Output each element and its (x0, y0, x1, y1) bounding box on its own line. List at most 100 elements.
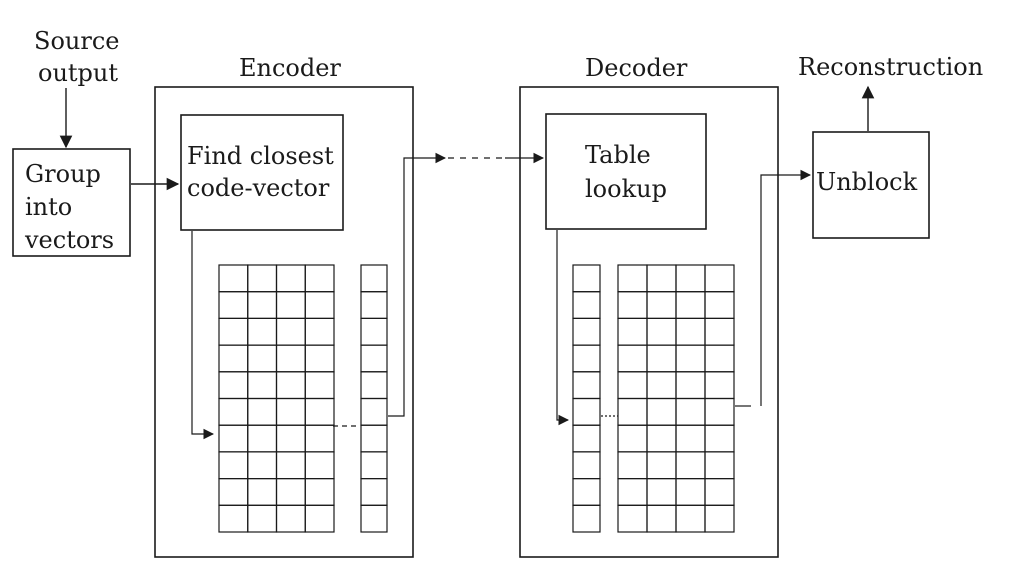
decoder-index-cell (572, 264, 601, 293)
encoder-codebook-cell (304, 344, 335, 373)
decoder-codebook-cell (646, 291, 677, 320)
decoder-codebook-cell (675, 344, 706, 373)
reconstruction-label: Reconstruction (798, 53, 984, 81)
table-lookup-line2: lookup (585, 175, 667, 203)
decoder-codebook-cell (617, 424, 648, 453)
encoder-label: Encoder (239, 54, 341, 82)
encoder-codebook-cell (247, 397, 278, 426)
decoder-codebook-cell (704, 424, 735, 453)
encoder-codebook-cell (304, 451, 335, 480)
decoder-codebook-cell (675, 291, 706, 320)
find-closest-box (180, 114, 344, 231)
group-label-line1: Group (25, 160, 101, 188)
encoder-codebook-cell (304, 478, 335, 506)
group-label-line3: vectors (25, 226, 115, 254)
decoder-index-cell (572, 371, 601, 400)
decoder-index-column (572, 264, 601, 533)
encoder-index-cell (360, 504, 388, 533)
decoder-codebook-cell (646, 317, 677, 346)
encoder-codebook-cell (218, 344, 249, 373)
encoder-index-cell (360, 451, 388, 480)
decoder-codebook-cell (617, 291, 648, 320)
group-label-line2: into (25, 193, 73, 221)
encoder-index-cell (360, 264, 388, 293)
encoder-codebook-cell (247, 451, 278, 480)
decoder-codebook-cell (646, 504, 677, 533)
decoder-codebook-cell (646, 264, 677, 293)
encoder-codebook-cell (247, 424, 278, 453)
decoder-index-cell (572, 397, 601, 426)
decoder-index-cell (572, 291, 601, 320)
encoder-codebook-cell (218, 424, 249, 453)
group-box (12, 148, 131, 257)
encoder-frame (154, 86, 414, 558)
encoder-codebook-cell (275, 317, 306, 346)
decoder-codebook-cell (617, 504, 648, 533)
decoder-codebook-cell (617, 264, 648, 293)
encoder-index-column (360, 264, 388, 533)
encoder-codebook-cell (218, 291, 249, 320)
encoder-codebook-cell (304, 291, 335, 320)
encoder-codebook-cell (247, 291, 278, 320)
encoder-codebook-cell (304, 371, 335, 400)
lookup-to-index-arrow (556, 230, 570, 426)
encoder-codebook-cell (218, 371, 249, 400)
decoder-codebook-cell (704, 478, 735, 506)
decoder-frame (519, 86, 779, 558)
encoder-codebook-cell (304, 264, 335, 293)
encoder-codebook-cell (218, 451, 249, 480)
encoder-codebook-cell (218, 317, 249, 346)
encoder-codebook-cell (304, 424, 335, 453)
encoder-codebook-cell (247, 478, 278, 506)
decoder-codebook-cell (646, 371, 677, 400)
decoder-codebook-cell (617, 344, 648, 373)
encoder-codebook-cell (247, 264, 278, 293)
encoder-codebook-cell (218, 504, 249, 533)
encoder-codebook-cell (275, 478, 306, 506)
decoder-index-cell (572, 451, 601, 480)
index-to-channel-arrow (388, 152, 447, 417)
decoder-codebook-cell (617, 397, 648, 426)
decoder-codebook-cell (646, 424, 677, 453)
decoder-codebook-cell (675, 397, 706, 426)
decoder-index-cell (572, 344, 601, 373)
decoder-codebook-cell (617, 371, 648, 400)
encoder-index-cell (360, 397, 388, 426)
decoder-codebook-cell (675, 264, 706, 293)
decoder-label: Decoder (585, 54, 688, 82)
decoder-codebook-cell (646, 344, 677, 373)
encoder-codebook-cell (304, 397, 335, 426)
decoder-codebook-cell (675, 317, 706, 346)
encoder-codebook-cell (275, 504, 306, 533)
decoder-codebook-cell (704, 371, 735, 400)
encoder-codebook-grid (218, 264, 335, 533)
encoder-codebook-cell (275, 344, 306, 373)
decoder-codebook-cell (704, 344, 735, 373)
encoder-codebook-cell (275, 397, 306, 426)
encoder-codebook-cell (275, 291, 306, 320)
decoder-codebook-cell (704, 317, 735, 346)
decoder-codebook-cell (675, 451, 706, 480)
encoder-codebook-cell (304, 317, 335, 346)
decoder-codebook-cell (704, 291, 735, 320)
encoder-codebook-cell (275, 371, 306, 400)
decoder-codebook-cell (675, 478, 706, 506)
encoder-codebook-cell (218, 478, 249, 506)
decoder-codebook-cell (617, 317, 648, 346)
decoder-codebook-cell (675, 424, 706, 453)
decoder-codebook-cell (675, 371, 706, 400)
decoder-output-route (760, 169, 812, 406)
decoder-codebook-cell (646, 451, 677, 480)
decoder-index-cell (572, 317, 601, 346)
encoder-codebook-cell (275, 424, 306, 453)
encoder-index-cell (360, 317, 388, 346)
decoder-codebook-cell (646, 478, 677, 506)
table-lookup-line1: Table (585, 141, 651, 169)
encoder-index-cell (360, 371, 388, 400)
encoder-codebook-cell (247, 504, 278, 533)
decoder-codebook-cell (617, 451, 648, 480)
decoder-codebook-cell (704, 451, 735, 480)
decoder-codebook-cell (617, 478, 648, 506)
